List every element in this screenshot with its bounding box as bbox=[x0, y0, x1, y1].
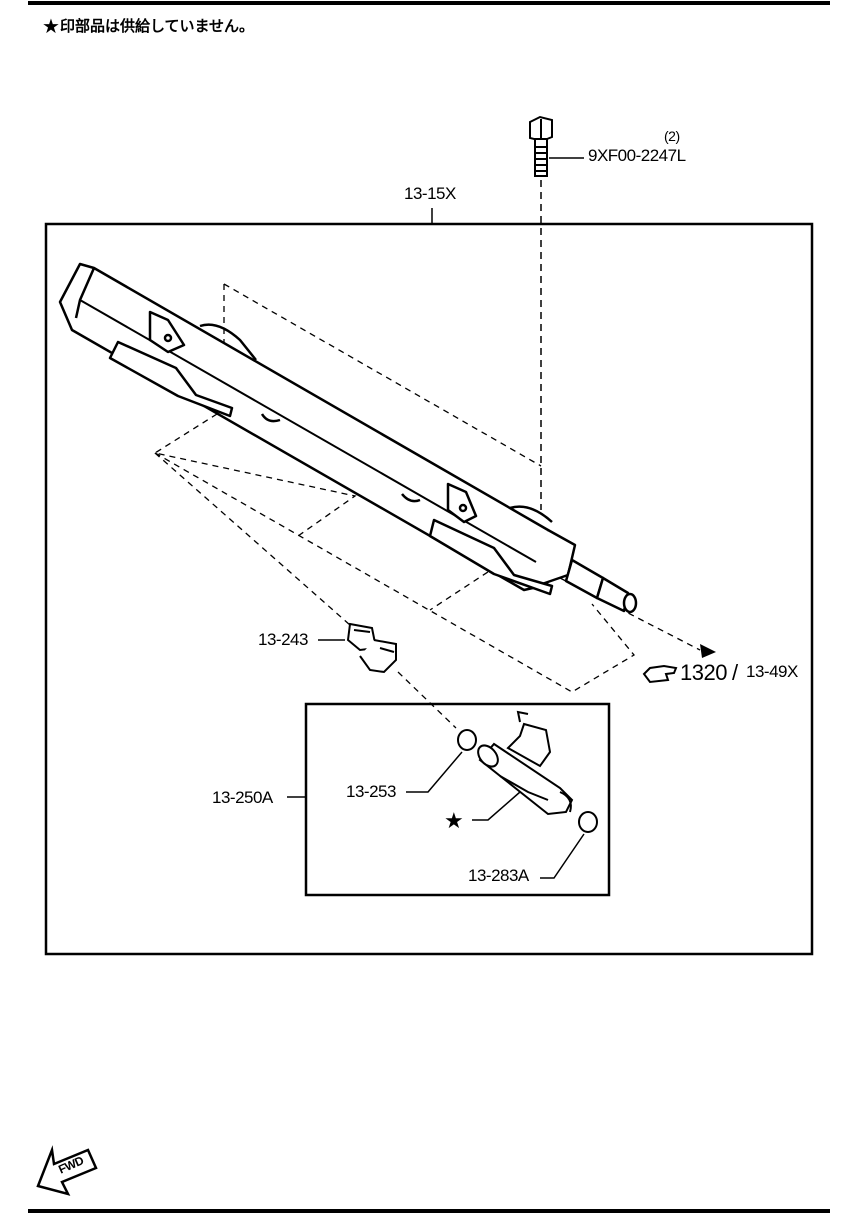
ref-slash-label: / bbox=[732, 660, 738, 685]
injector-assy-label[interactable]: 13-250A bbox=[212, 788, 273, 807]
bolt-icon bbox=[529, 115, 553, 177]
legend-note-text: 印部品は供給していません。 bbox=[59, 17, 255, 35]
star-icon: ★ bbox=[42, 14, 60, 38]
seal-top-icon bbox=[457, 729, 477, 751]
legend-note: ★印部品は供給していません。 bbox=[42, 14, 254, 38]
hand-pointer-icon bbox=[642, 664, 678, 684]
seal-top-label[interactable]: 13-253 bbox=[346, 782, 396, 801]
injector-icon bbox=[477, 710, 574, 816]
arrow-icon bbox=[700, 644, 716, 658]
star-leader bbox=[472, 791, 521, 821]
ref-part-label[interactable]: 13-49X bbox=[746, 662, 798, 681]
injector-frame bbox=[304, 702, 611, 897]
clip-part-label[interactable]: 13-243 bbox=[258, 630, 308, 649]
bolt-part-label[interactable]: 9XF00-2247L bbox=[588, 146, 686, 165]
clip-icon bbox=[346, 622, 397, 674]
bolt-qty-label: (2) bbox=[664, 128, 680, 144]
fuel-rail-icon bbox=[58, 262, 638, 614]
seal-bottom-leader bbox=[540, 833, 585, 879]
seal-top-leader bbox=[406, 751, 463, 793]
seal-bottom-icon bbox=[578, 811, 598, 833]
seal-bottom-label[interactable]: 13-283A bbox=[468, 866, 529, 885]
star-mark-label: ★ bbox=[444, 808, 464, 833]
ref-page-label[interactable]: 1320 bbox=[680, 660, 727, 685]
rail-part-label[interactable]: 13-15X bbox=[404, 184, 456, 203]
assembly-frame bbox=[44, 222, 814, 956]
fwd-arrow-icon bbox=[36, 1145, 98, 1196]
